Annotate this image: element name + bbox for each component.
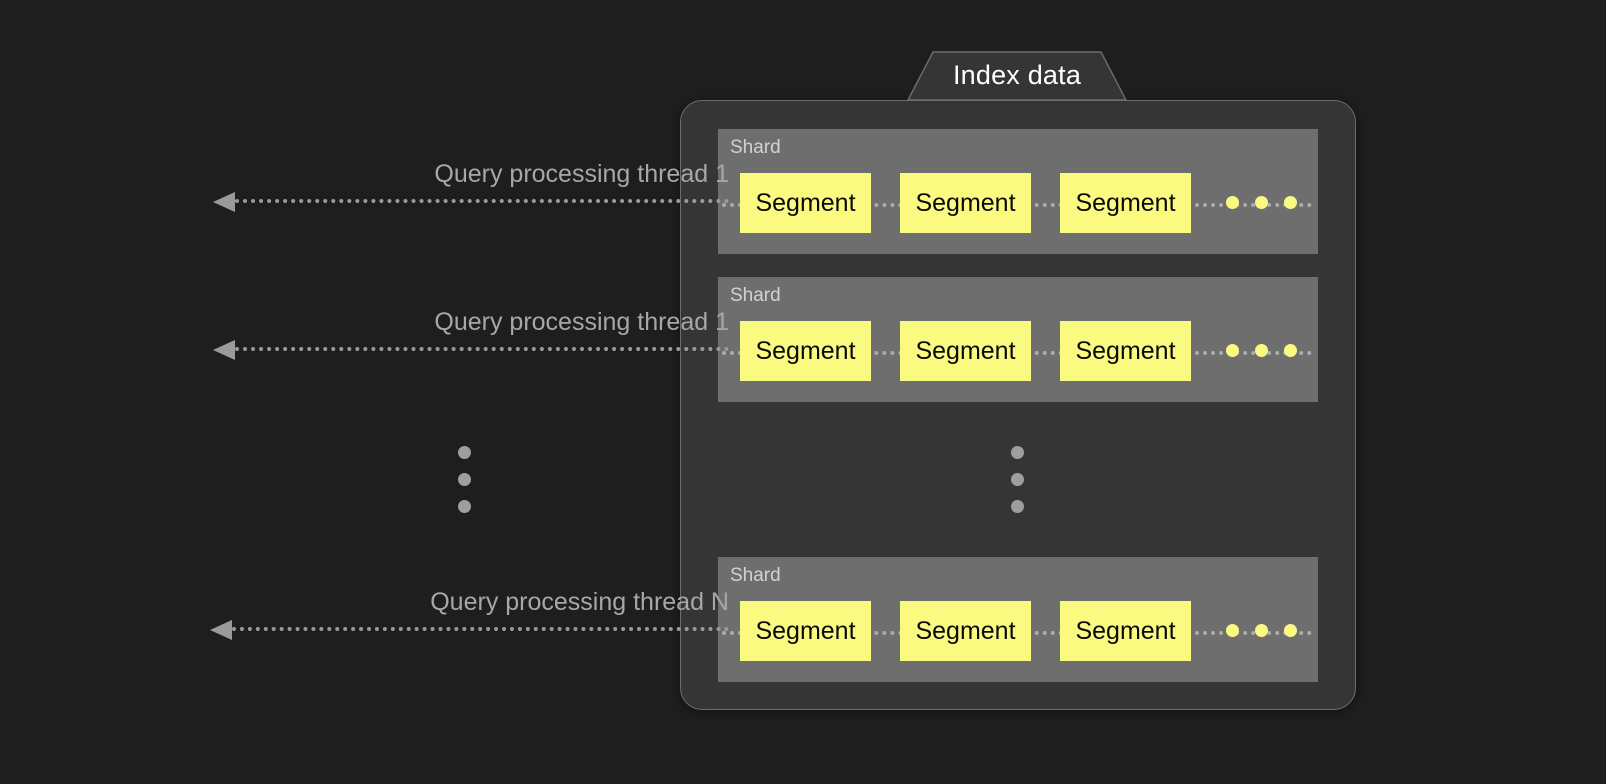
segment-box: Segment: [740, 601, 871, 661]
segment-ellipsis: [1226, 196, 1297, 209]
thread-vertical-ellipsis: [458, 446, 471, 513]
segment-box: Segment: [900, 321, 1031, 381]
shard-row: Shard Segment Segment Segment: [718, 129, 1318, 254]
query-thread-arrow: Query processing thread 1: [213, 155, 729, 215]
segment-box: Segment: [740, 321, 871, 381]
segment-box: Segment: [1060, 601, 1191, 661]
query-thread-label: Query processing thread 1: [434, 160, 729, 188]
query-thread-arrow: Query processing thread 1: [213, 303, 729, 363]
shard-vertical-ellipsis: [1011, 446, 1024, 513]
shard-label: Shard: [730, 137, 781, 158]
segment-ellipsis: [1226, 624, 1297, 637]
shard-row: Shard Segment Segment Segment: [718, 277, 1318, 402]
segment-box: Segment: [900, 601, 1031, 661]
shard-label: Shard: [730, 285, 781, 306]
arrow-left-icon: [210, 620, 232, 640]
segment-box: Segment: [1060, 321, 1191, 381]
index-data-tab-label: Index data: [952, 59, 1082, 90]
segment-box: Segment: [1060, 173, 1191, 233]
segment-box: Segment: [900, 173, 1031, 233]
thread-dotted-line: [235, 347, 729, 351]
index-data-tab: Index data: [897, 51, 1137, 101]
thread-dotted-line: [232, 627, 729, 631]
query-thread-arrow: Query processing thread N: [210, 583, 729, 643]
query-thread-label: Query processing thread 1: [434, 308, 729, 336]
arrow-left-icon: [213, 340, 235, 360]
arrow-left-icon: [213, 192, 235, 212]
query-thread-label: Query processing thread N: [430, 588, 729, 616]
segment-ellipsis: [1226, 344, 1297, 357]
shard-row: Shard Segment Segment Segment: [718, 557, 1318, 682]
shard-label: Shard: [730, 565, 781, 586]
segment-box: Segment: [740, 173, 871, 233]
thread-dotted-line: [235, 199, 729, 203]
tab-shape-icon: [906, 51, 1128, 101]
